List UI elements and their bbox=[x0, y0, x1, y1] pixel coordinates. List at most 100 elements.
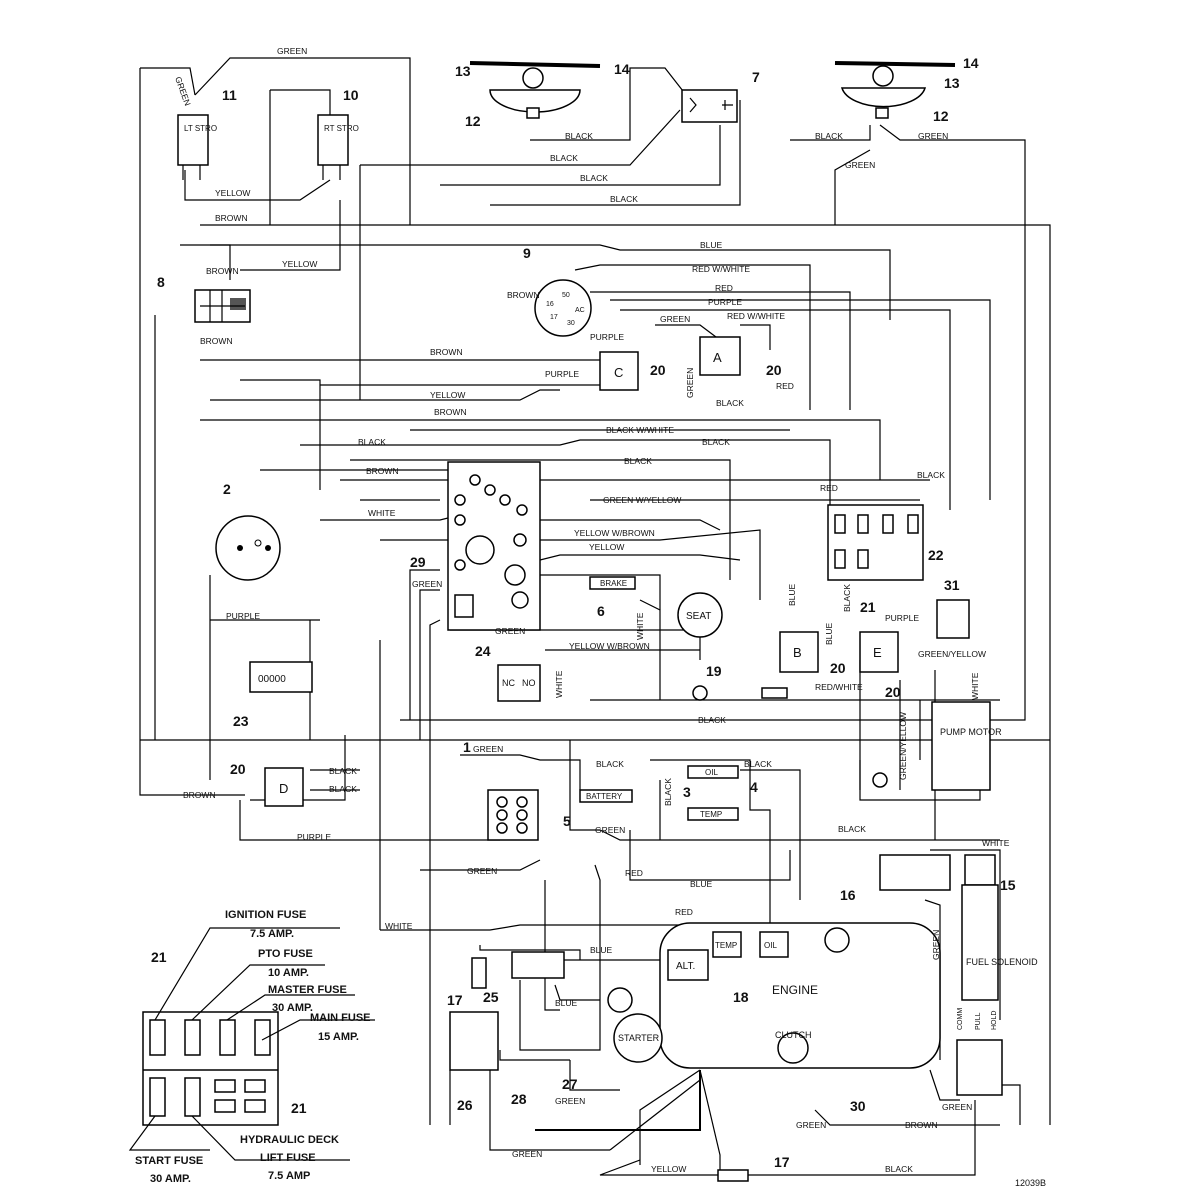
svg-text:GREEN/YELLOW: GREEN/YELLOW bbox=[898, 712, 908, 780]
svg-text:27: 27 bbox=[562, 1076, 578, 1092]
svg-text:E: E bbox=[873, 645, 882, 660]
svg-text:8: 8 bbox=[157, 274, 165, 290]
svg-text:17: 17 bbox=[550, 314, 558, 321]
svg-text:WHITE: WHITE bbox=[635, 612, 645, 640]
svg-text:16: 16 bbox=[840, 887, 856, 903]
svg-text:ALT.: ALT. bbox=[676, 961, 695, 972]
svg-text:NO: NO bbox=[522, 678, 536, 688]
svg-text:PULL: PULL bbox=[975, 1012, 982, 1030]
svg-text:BLUE: BLUE bbox=[555, 998, 578, 1008]
svg-text:IGNITION FUSE: IGNITION FUSE bbox=[225, 909, 306, 921]
svg-text:10: 10 bbox=[343, 87, 359, 103]
fuel-solenoid: FUEL SOLENOID bbox=[956, 854, 1038, 1096]
svg-text:23: 23 bbox=[233, 713, 249, 729]
svg-text:31: 31 bbox=[944, 577, 960, 593]
svg-text:BLACK: BLACK bbox=[815, 131, 843, 141]
svg-text:RED: RED bbox=[820, 483, 838, 493]
svg-text:9: 9 bbox=[523, 245, 531, 261]
svg-text:30 AMP.: 30 AMP. bbox=[150, 1173, 191, 1185]
svg-text:WHITE: WHITE bbox=[368, 508, 396, 518]
svg-text:20: 20 bbox=[230, 761, 246, 777]
svg-text:BLUE: BLUE bbox=[590, 945, 613, 955]
svg-text:17: 17 bbox=[447, 992, 463, 1008]
svg-text:COMM: COMM bbox=[957, 1008, 964, 1030]
svg-text:00000: 00000 bbox=[258, 674, 286, 685]
svg-text:OIL: OIL bbox=[705, 768, 718, 777]
svg-text:C: C bbox=[614, 365, 623, 380]
svg-text:13: 13 bbox=[944, 75, 960, 91]
svg-text:BLACK: BLACK bbox=[550, 153, 578, 163]
svg-text:BLUE: BLUE bbox=[787, 583, 797, 606]
svg-text:WHITE: WHITE bbox=[970, 672, 980, 700]
svg-text:BLACK: BLACK bbox=[624, 456, 652, 466]
svg-text:BROWN: BROWN bbox=[215, 213, 248, 223]
drawing-number: 12039B bbox=[1015, 1178, 1046, 1188]
svg-text:RED: RED bbox=[625, 868, 643, 878]
nc-no-switch: NC NO bbox=[497, 664, 541, 702]
svg-text:GREEN: GREEN bbox=[495, 626, 525, 636]
svg-text:12: 12 bbox=[933, 108, 949, 124]
svg-text:A: A bbox=[713, 350, 722, 365]
relay-b: B bbox=[779, 631, 819, 673]
svg-text:16: 16 bbox=[546, 301, 554, 308]
svg-text:YELLOW: YELLOW bbox=[589, 542, 624, 552]
relay-e: E bbox=[859, 631, 899, 673]
svg-text:BROWN: BROWN bbox=[183, 790, 216, 800]
svg-text:FUEL SOLENOID: FUEL SOLENOID bbox=[966, 957, 1038, 967]
svg-text:AC: AC bbox=[575, 307, 585, 314]
svg-text:GREEN: GREEN bbox=[467, 866, 497, 876]
brake-switch: BRAKE bbox=[589, 576, 636, 590]
svg-text:BLACK: BLACK bbox=[329, 784, 357, 794]
svg-text:30: 30 bbox=[567, 320, 575, 327]
rt-strobe: RT STRO bbox=[317, 114, 359, 180]
svg-text:21: 21 bbox=[151, 949, 167, 965]
svg-text:RED: RED bbox=[776, 381, 794, 391]
component-31 bbox=[936, 599, 970, 639]
svg-text:GREEN: GREEN bbox=[931, 930, 941, 960]
svg-text:19: 19 bbox=[706, 663, 722, 679]
svg-text:RED W/WHITE: RED W/WHITE bbox=[692, 264, 750, 274]
svg-text:WHITE: WHITE bbox=[982, 838, 1010, 848]
svg-text:GREEN: GREEN bbox=[277, 46, 307, 56]
svg-text:6: 6 bbox=[597, 603, 605, 619]
svg-text:GREEN: GREEN bbox=[555, 1096, 585, 1106]
svg-text:15 AMP.: 15 AMP. bbox=[318, 1031, 359, 1043]
svg-text:GREEN: GREEN bbox=[918, 131, 948, 141]
lt-strobe: LT STRO bbox=[177, 114, 217, 180]
hour-meter: 00000 bbox=[249, 661, 313, 693]
svg-text:1: 1 bbox=[463, 739, 471, 755]
svg-text:BROWN: BROWN bbox=[434, 407, 467, 417]
svg-text:21: 21 bbox=[291, 1100, 307, 1116]
svg-text:18: 18 bbox=[733, 989, 749, 1005]
svg-text:BLUE: BLUE bbox=[824, 622, 834, 645]
work-light-left bbox=[469, 61, 601, 119]
svg-text:TEMP: TEMP bbox=[715, 941, 737, 950]
svg-text:YELLOW: YELLOW bbox=[430, 390, 465, 400]
svg-text:BLACK: BLACK bbox=[744, 759, 772, 769]
svg-text:START FUSE: START FUSE bbox=[135, 1155, 203, 1167]
svg-text:B: B bbox=[793, 645, 802, 660]
svg-text:21: 21 bbox=[860, 599, 876, 615]
svg-text:BLACK: BLACK bbox=[698, 715, 726, 725]
svg-text:WHITE: WHITE bbox=[554, 670, 564, 698]
svg-text:12: 12 bbox=[465, 113, 481, 129]
svg-text:14: 14 bbox=[614, 61, 630, 77]
svg-text:24: 24 bbox=[475, 643, 491, 659]
svg-text:MAIN FUSE: MAIN FUSE bbox=[310, 1012, 371, 1024]
svg-text:STARTER: STARTER bbox=[618, 1033, 660, 1043]
svg-text:RED/WHITE: RED/WHITE bbox=[815, 682, 863, 692]
svg-text:GREEN: GREEN bbox=[660, 314, 690, 324]
svg-text:BLACK: BLACK bbox=[885, 1164, 913, 1174]
svg-text:7.5 AMP: 7.5 AMP bbox=[268, 1170, 310, 1182]
svg-text:BLACK: BLACK bbox=[842, 584, 852, 612]
svg-text:BLACK: BLACK bbox=[702, 437, 730, 447]
callout-numbers: 1 2 3 4 5 6 7 8 9 10 11 12 12 13 13 14 1… bbox=[151, 55, 1016, 1170]
svg-text:GREEN W/YELLOW: GREEN W/YELLOW bbox=[603, 495, 681, 505]
svg-text:29: 29 bbox=[410, 554, 426, 570]
svg-text:HOLD: HOLD bbox=[991, 1011, 998, 1030]
fuse-block-22 bbox=[827, 504, 924, 581]
svg-text:PURPLE: PURPLE bbox=[545, 369, 579, 379]
svg-text:BLACK: BLACK bbox=[358, 437, 386, 447]
svg-text:GREEN: GREEN bbox=[796, 1120, 826, 1130]
